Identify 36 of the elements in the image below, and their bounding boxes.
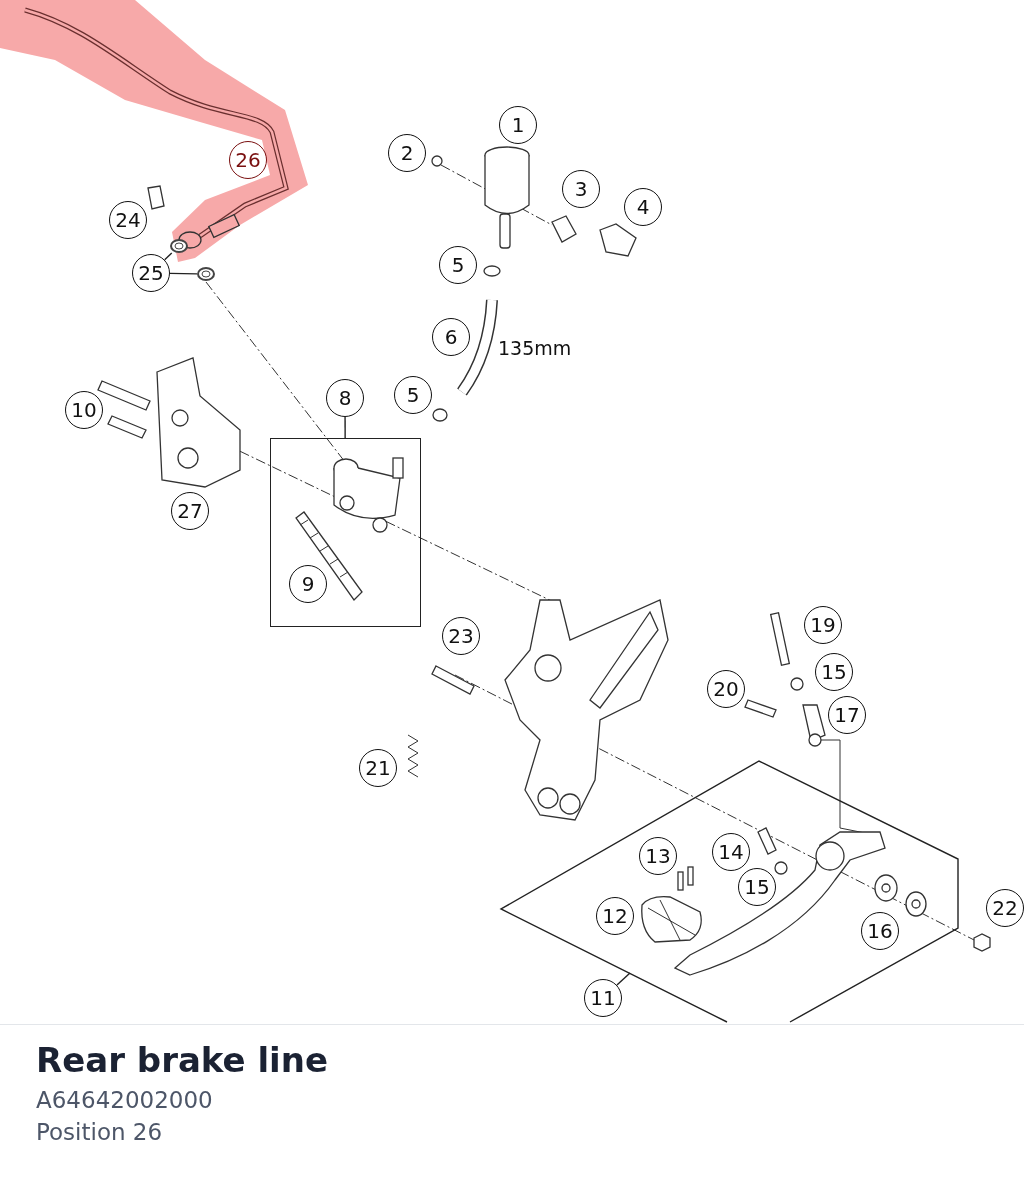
callout-number: 15	[738, 868, 776, 906]
callout-number: 22	[986, 889, 1024, 927]
title: Rear brake line	[36, 1040, 328, 1080]
callout-number: 17	[828, 696, 866, 734]
callout-number: 5	[439, 246, 477, 284]
callout-number: 2	[388, 134, 426, 172]
caption-text: A64642002000	[36, 1087, 213, 1113]
leader-line	[164, 252, 173, 261]
callout-number: 14	[712, 833, 750, 871]
dimension-label: 135mm	[498, 337, 572, 359]
callout-number: 25	[132, 254, 170, 292]
callout-number: 6	[432, 318, 470, 356]
callout-number: 3	[562, 170, 600, 208]
callout-number: 20	[707, 670, 745, 708]
caption-text: Position 26	[36, 1119, 163, 1145]
assembly-frame	[270, 438, 421, 627]
callout-number: 9	[289, 565, 327, 603]
callout-number: 24	[109, 201, 147, 239]
callout-number: 27	[171, 492, 209, 530]
callout-number: 8	[326, 379, 364, 417]
washer-drawing	[197, 267, 215, 281]
callout-number: 19	[804, 606, 842, 644]
leader-line	[344, 416, 346, 439]
callout-number: 23	[442, 617, 480, 655]
callout-number: 15	[815, 653, 853, 691]
callout-number: 4	[624, 188, 662, 226]
callout-number: 5	[394, 376, 432, 414]
leader-line	[616, 972, 631, 986]
callout-number: 13	[639, 837, 677, 875]
callout-number: 1	[499, 106, 537, 144]
callout-number: 16	[861, 912, 899, 950]
callout-number: 10	[65, 391, 103, 429]
callout-number: 21	[359, 749, 397, 787]
leader-line	[169, 272, 198, 275]
washer-drawing	[170, 239, 188, 253]
callout-number: 12	[596, 897, 634, 935]
